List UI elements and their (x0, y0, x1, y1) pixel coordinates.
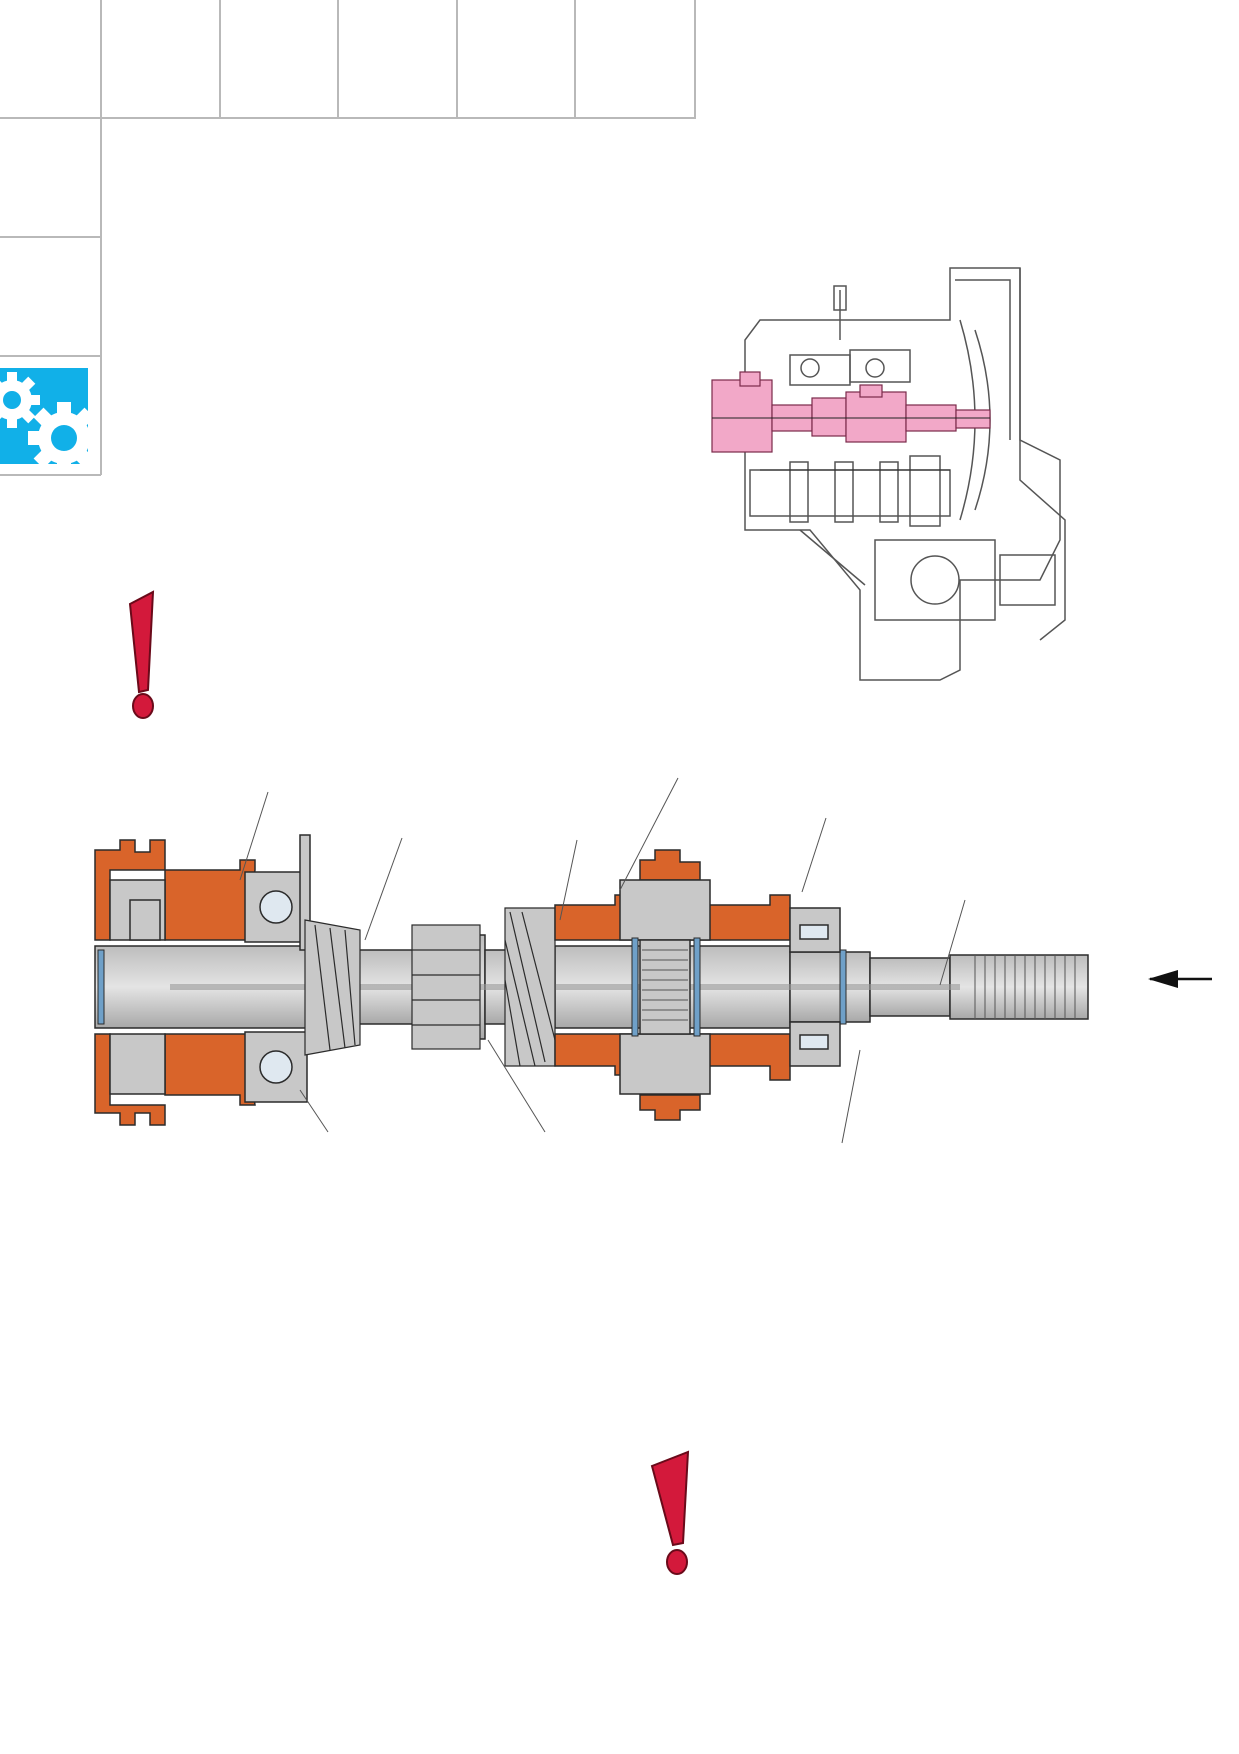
right-gear-assembly (554, 849, 791, 1121)
synchro-splines (642, 949, 688, 1021)
ball-bearing (244, 834, 311, 1103)
left-synchro (109, 879, 166, 1095)
callout-leaders (239, 777, 966, 1144)
spline-end (974, 955, 1076, 1019)
needle-bearing-rings (97, 937, 847, 1037)
arrow-left-icon (1148, 970, 1212, 988)
exclamation-icon (128, 590, 155, 719)
exclamation-icon-bottom (650, 1450, 690, 1575)
helical-gears (304, 907, 556, 1067)
highlighted-input-shaft (711, 371, 991, 453)
roller-bearing (789, 907, 841, 1067)
left-gear-assembly (94, 839, 256, 1126)
right-synchro (619, 879, 711, 1095)
